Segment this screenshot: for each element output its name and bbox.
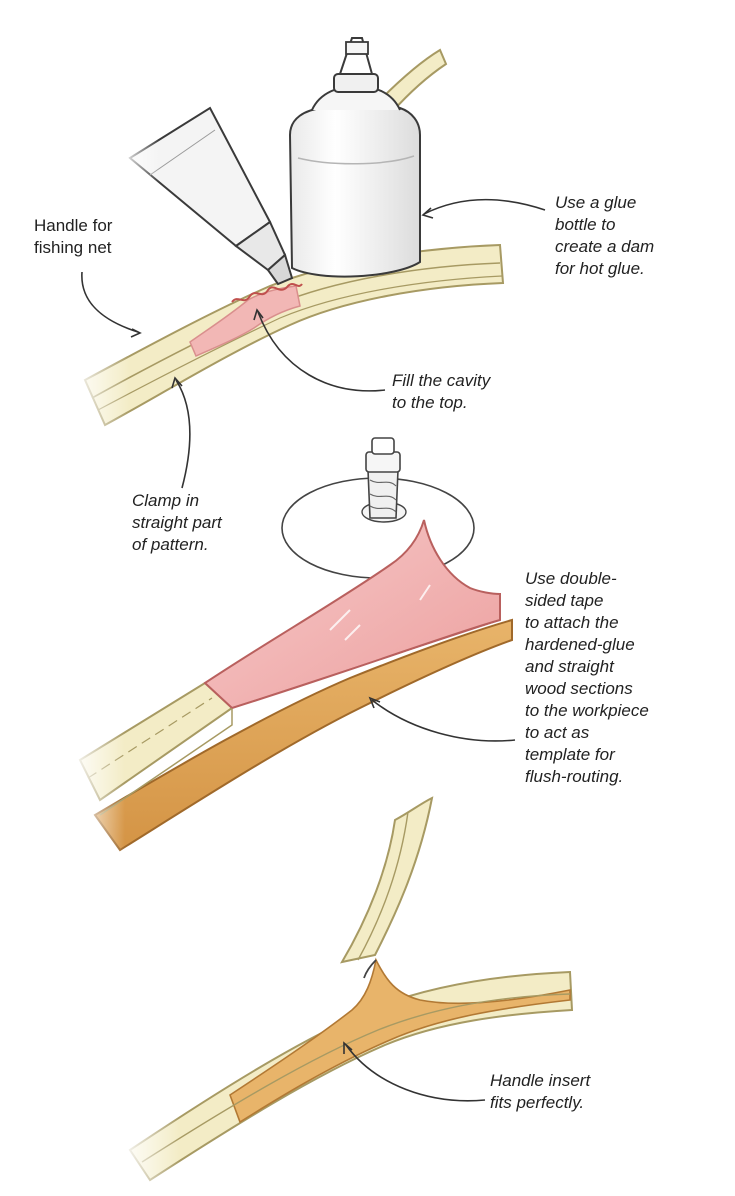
label-fill-cavity: Fill the cavity to the top.	[392, 371, 491, 412]
step1-net-frame	[70, 48, 505, 450]
step1-leaders	[81, 198, 546, 489]
glue-bottle-icon	[288, 37, 421, 278]
label-glue-bottle-dam: Use a glue bottle to create a dam for ho…	[555, 193, 655, 278]
step2-workpiece	[70, 519, 513, 860]
label-handle-for-net: Handle for fishing net	[34, 216, 113, 257]
step2-leaders	[368, 696, 516, 742]
hot-glue-gun-icon	[120, 106, 294, 286]
step3-leaders	[343, 1041, 486, 1102]
label-clamp-straight: Clamp in straight part of pattern.	[132, 491, 222, 554]
step3-finished-handle	[120, 796, 574, 1190]
label-insert-fits: Handle insert fits perfectly.	[490, 1071, 591, 1112]
router-bit-icon	[281, 437, 475, 579]
label-double-sided-tape: Use double- sided tape to attach the har…	[525, 569, 649, 786]
